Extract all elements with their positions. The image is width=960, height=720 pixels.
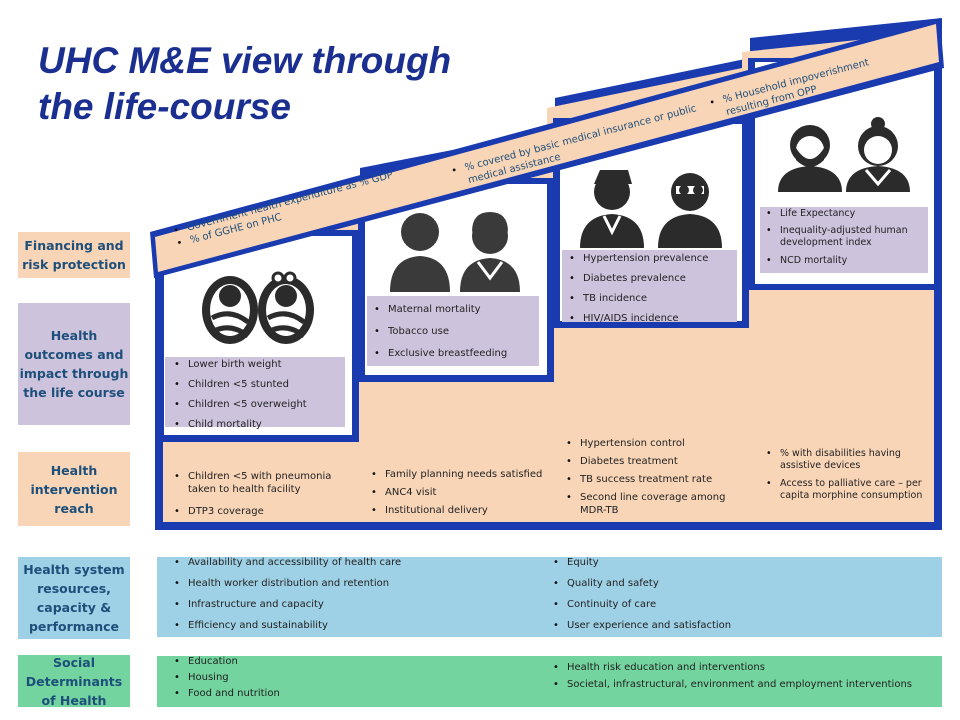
intervention-item: DTP3 coverage: [172, 505, 352, 518]
intervention-item: TB success treatment rate: [564, 473, 739, 486]
young-adult-icon: [390, 212, 520, 292]
outcome-item: TB incidence: [567, 292, 735, 305]
system-item: Equity: [551, 556, 911, 569]
outcome-item: Child mortality: [172, 418, 342, 431]
social-list-left: Education Housing Food and nutrition: [172, 655, 532, 700]
outcome-item: Diabetes prevalence: [567, 272, 735, 285]
elderly-outcomes-list: Life Expectancy Inequality-adjusted huma…: [764, 207, 926, 267]
outcome-item: Children <5 stunted: [172, 378, 342, 391]
infant-outcomes-list: Lower birth weight Children <5 stunted C…: [172, 358, 342, 431]
infant-intervention-list: Children <5 with pneumonia taken to heal…: [172, 470, 352, 518]
system-item: Efficiency and sustainability: [172, 619, 532, 632]
social-item: Housing: [172, 671, 532, 684]
social-list-right: Health risk education and interventions …: [551, 661, 931, 691]
row-label-system: Health system resources, capacity & perf…: [18, 557, 130, 639]
outcome-item: HIV/AIDS incidence: [567, 312, 735, 325]
outcome-item: Children <5 overweight: [172, 398, 342, 411]
title-line-1: UHC M&E view through: [38, 40, 452, 81]
elderly-intervention-list: % with disabilities having assistive dev…: [764, 448, 932, 502]
intervention-item: Diabetes treatment: [564, 455, 739, 468]
intervention-item: Access to palliative care – per capita m…: [764, 478, 932, 502]
adult-intervention-list: Hypertension control Diabetes treatment …: [564, 437, 739, 517]
intervention-item: Institutional delivery: [369, 504, 549, 517]
social-item: Societal, infrastructural, environment a…: [551, 678, 931, 691]
row-label-social: Social Determinants of Health: [18, 655, 130, 708]
intervention-item: Hypertension control: [564, 437, 739, 450]
young-adult-intervention-list: Family planning needs satisfied ANC4 vis…: [369, 468, 549, 517]
intervention-item: Children <5 with pneumonia taken to heal…: [172, 470, 352, 496]
social-item: Health risk education and interventions: [551, 661, 931, 674]
outcome-item: Life Expectancy: [764, 207, 926, 220]
row-label-outcomes: Health outcomes and impact through the l…: [18, 303, 130, 425]
outcome-item: Inequality-adjusted human development in…: [764, 225, 926, 249]
row-label-intervention: Health intervention reach: [18, 452, 130, 526]
adult-icon: [580, 170, 722, 248]
title-line-2: the life-course: [38, 86, 291, 127]
page-title: UHC M&E view through the life-course: [38, 38, 558, 130]
row-label-financing: Financing and risk protection: [18, 232, 130, 278]
health-system-list-right: Equity Quality and safety Continuity of …: [551, 556, 911, 632]
system-item: Health worker distribution and retention: [172, 577, 532, 590]
health-system-list-left: Availability and accessibility of health…: [172, 556, 532, 632]
system-item: Infrastructure and capacity: [172, 598, 532, 611]
intervention-item: Family planning needs satisfied: [369, 468, 549, 481]
intervention-item: ANC4 visit: [369, 486, 549, 499]
system-item: Continuity of care: [551, 598, 911, 611]
outcome-item: Tobacco use: [372, 325, 537, 338]
outcome-item: NCD mortality: [764, 254, 926, 267]
outcome-item: Hypertension prevalence: [567, 252, 735, 265]
system-item: User experience and satisfaction: [551, 619, 911, 632]
adult-outcomes-list: Hypertension prevalence Diabetes prevale…: [567, 252, 735, 325]
intervention-item: Second line coverage among MDR-TB: [564, 491, 739, 517]
system-item: Quality and safety: [551, 577, 911, 590]
social-item: Food and nutrition: [172, 687, 532, 700]
young-adult-outcomes-list: Maternal mortality Tobacco use Exclusive…: [372, 303, 537, 360]
intervention-item: % with disabilities having assistive dev…: [764, 448, 932, 472]
outcome-item: Exclusive breastfeeding: [372, 347, 537, 360]
system-item: Availability and accessibility of health…: [172, 556, 532, 569]
outcome-item: Lower birth weight: [172, 358, 342, 371]
infant-icon: [202, 271, 314, 344]
outcome-item: Maternal mortality: [372, 303, 537, 316]
elderly-icon: [778, 117, 910, 192]
social-item: Education: [172, 655, 532, 668]
